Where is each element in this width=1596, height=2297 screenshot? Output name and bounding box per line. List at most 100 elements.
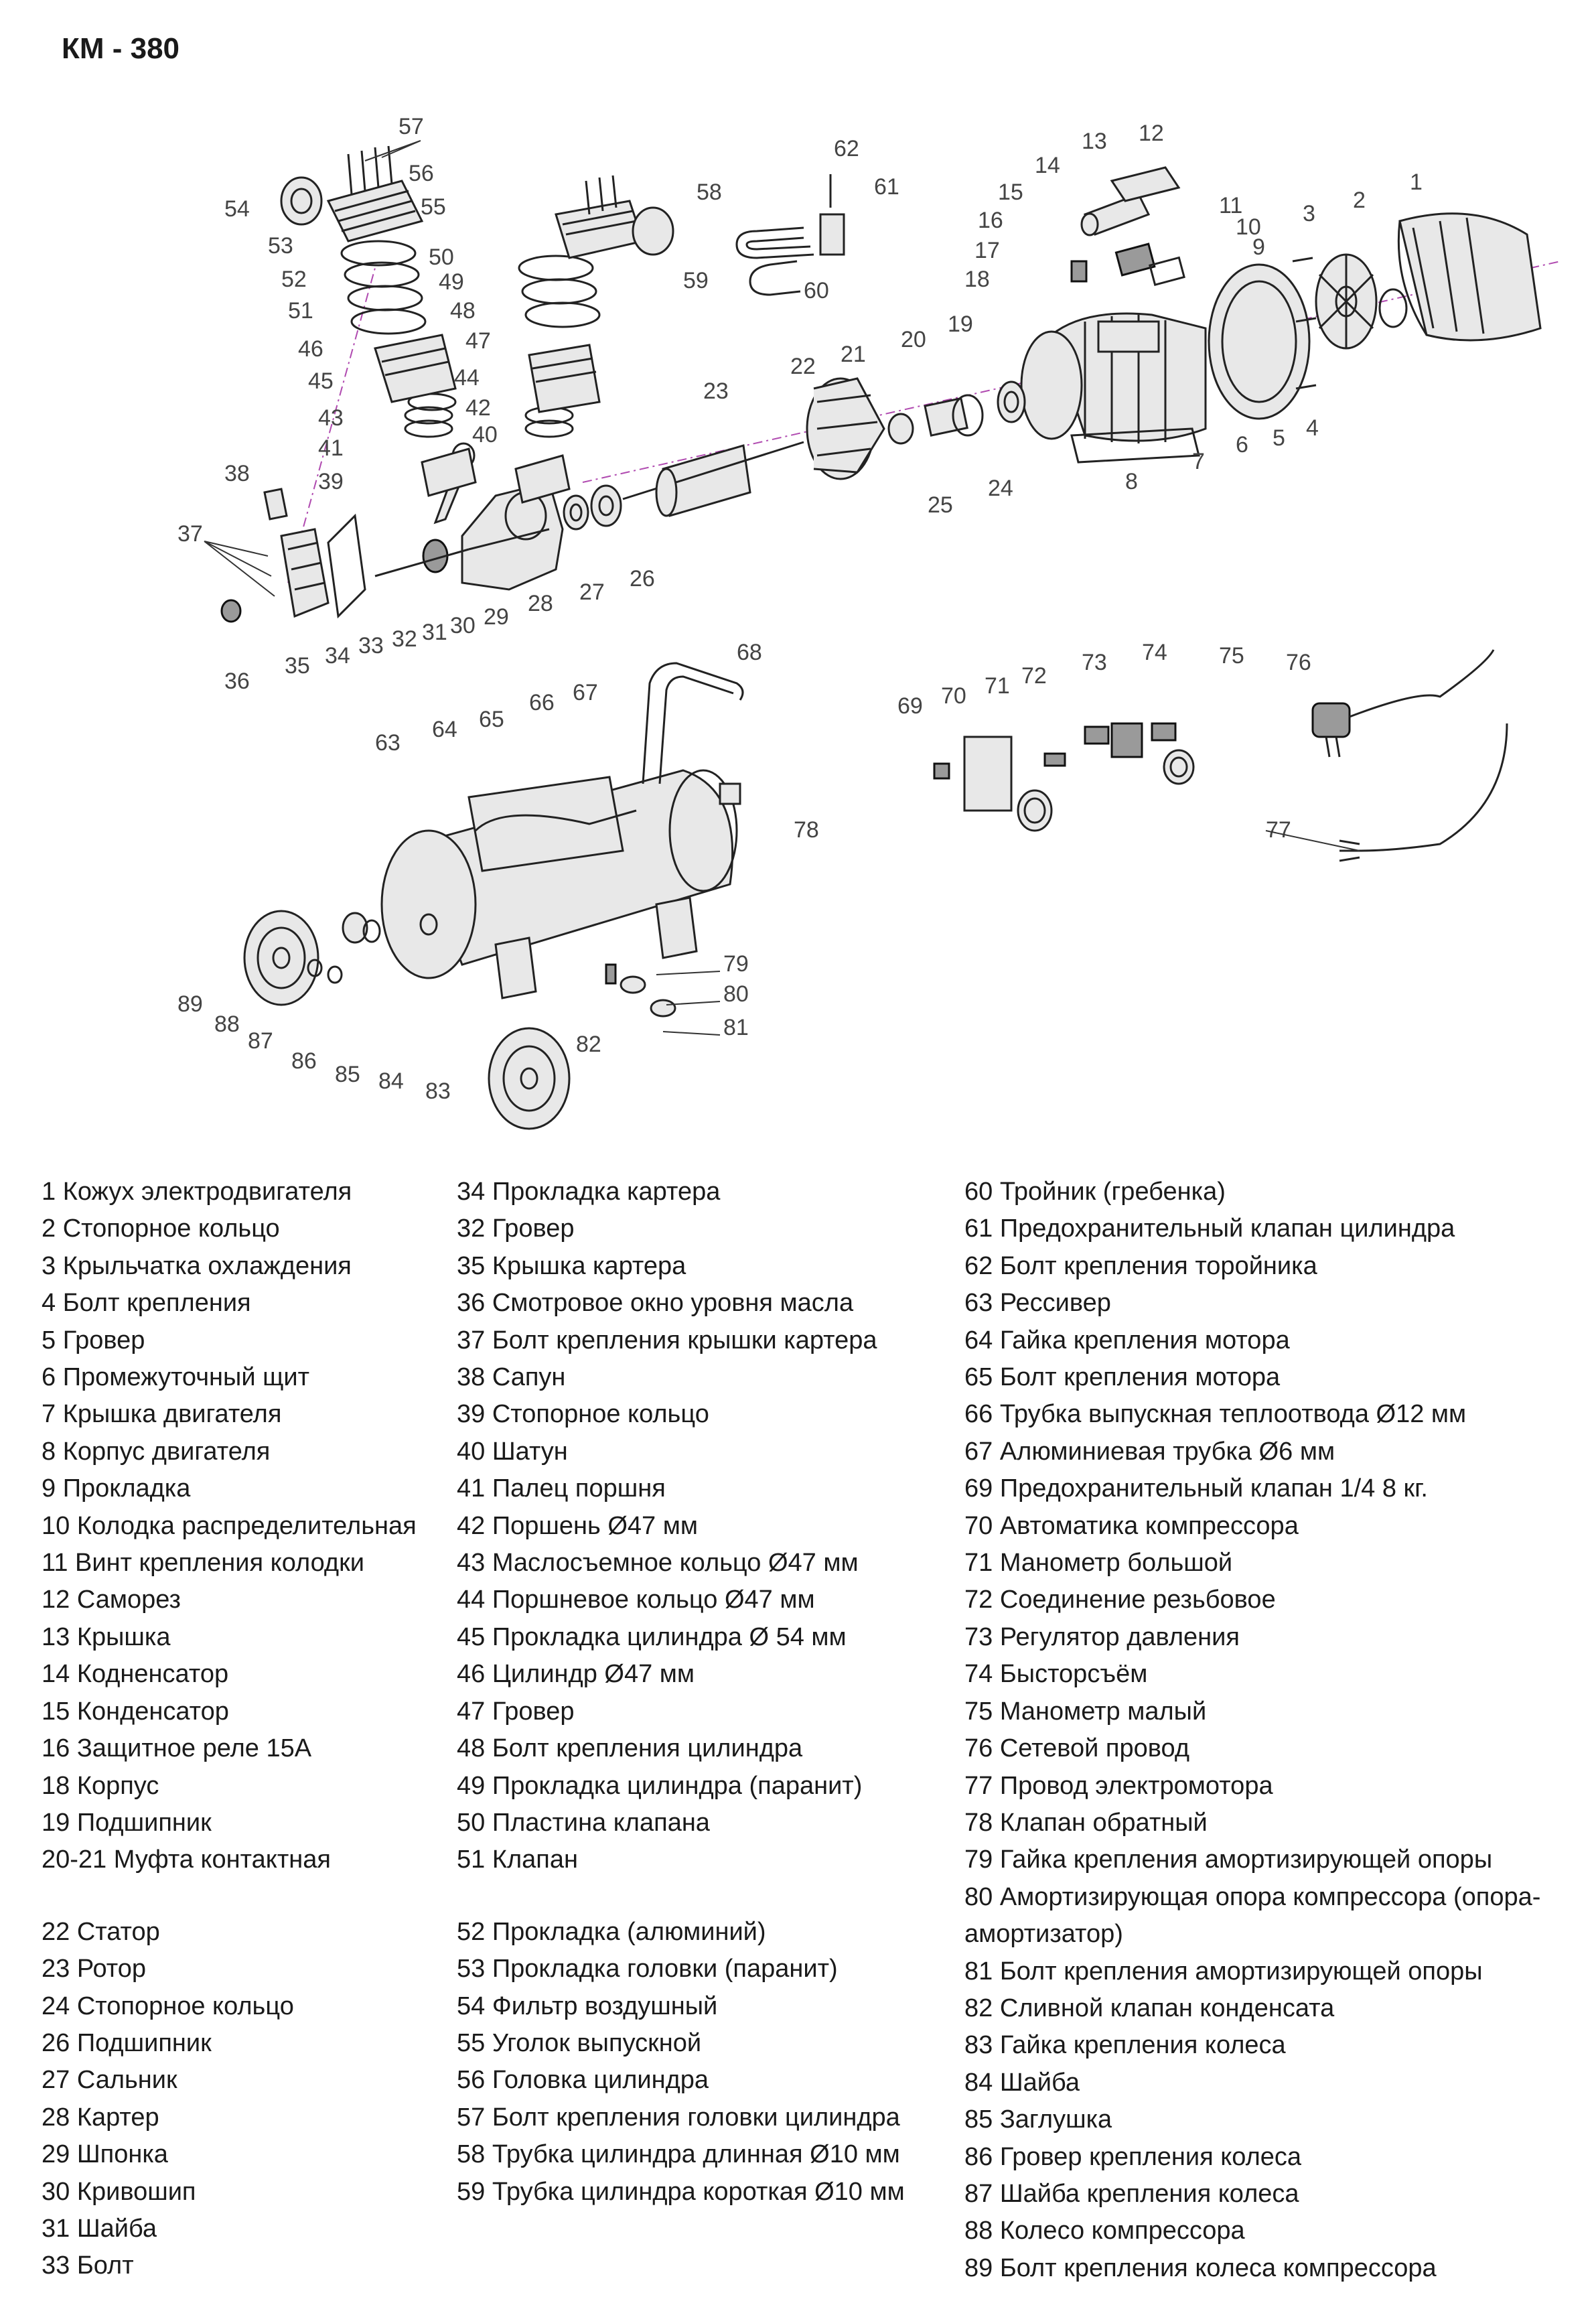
legend-item: 65 Болт крепления мотора bbox=[964, 1363, 1281, 1392]
legend-item: 44 Поршневое кольцо Ø47 мм bbox=[457, 1586, 815, 1614]
callout-13: 13 bbox=[1082, 129, 1107, 154]
bearing-part bbox=[997, 380, 1026, 423]
legend-item: 81 Болт крепления амортизирующей опоры bbox=[964, 1957, 1483, 1986]
valve-plates-part bbox=[340, 240, 601, 335]
legend-item: 33 Болт bbox=[42, 2251, 134, 2280]
cooling-fan-part bbox=[1315, 253, 1378, 350]
protective-relay-part bbox=[1070, 260, 1088, 283]
legend-item: 67 Алюминиевая трубка Ø6 мм bbox=[964, 1437, 1335, 1466]
crankshaft-part bbox=[374, 539, 469, 577]
legend-item: 7 Крышка двигателя bbox=[42, 1400, 282, 1429]
motor-housing-part bbox=[1020, 312, 1207, 464]
discharge-pipe-part bbox=[474, 809, 637, 832]
callout-15: 15 bbox=[998, 180, 1023, 205]
callout-73: 73 bbox=[1082, 650, 1107, 675]
legend-item: 53 Прокладка головки (паранит) bbox=[457, 1955, 838, 1983]
legend-item: 20-21 Муфта контактная bbox=[42, 1846, 331, 1874]
legend-column-3: 60 Тройник (гребенка) 61 Предохранительн… bbox=[964, 1174, 1581, 2287]
callout-20: 20 bbox=[901, 327, 926, 352]
legend-item: 23 Ротор bbox=[42, 1955, 147, 1983]
callout-80: 80 bbox=[723, 981, 749, 1007]
legend-item: 80 Амортизирующая опора компрессора (опо… bbox=[964, 1882, 1541, 1949]
legend-item: 24 Стопорное кольцо bbox=[42, 1992, 294, 2020]
callout-45: 45 bbox=[308, 368, 334, 394]
legend-item: 86 Гровер крепления колеса bbox=[964, 2142, 1302, 2171]
legend-item: 87 Шайба крепления колеса bbox=[964, 2179, 1299, 2208]
motor-bolts-part bbox=[1292, 257, 1317, 390]
callout-9: 9 bbox=[1252, 234, 1265, 260]
legend-item: 39 Стопорное кольцо bbox=[457, 1400, 709, 1429]
legend-item: 36 Смотровое окно уровня масла bbox=[457, 1289, 854, 1318]
callout-83: 83 bbox=[425, 1078, 451, 1104]
rotor-part bbox=[622, 441, 804, 517]
page-title: КМ - 380 bbox=[62, 32, 180, 65]
legend-item: 57 Болт крепления головки цилиндра bbox=[457, 2103, 900, 2132]
callout-84: 84 bbox=[378, 1068, 404, 1094]
motor-end-shield-part bbox=[1208, 263, 1311, 420]
callout-79: 79 bbox=[723, 951, 749, 977]
callout-36: 36 bbox=[224, 669, 250, 694]
legend-item: 78 Клапан обратный bbox=[964, 1808, 1208, 1837]
legend-item: 2 Стопорное кольцо bbox=[42, 1214, 280, 1243]
legend-item: 18 Корпус bbox=[42, 1771, 159, 1800]
legend-item: 12 Саморез bbox=[42, 1586, 181, 1614]
callout-58: 58 bbox=[697, 180, 722, 205]
callout-29: 29 bbox=[484, 604, 509, 630]
legend-item: 52 Прокладка (алюминий) bbox=[457, 1917, 766, 1946]
callout-72: 72 bbox=[1021, 663, 1047, 689]
legend-item: 37 Болт крепления крышки картера bbox=[457, 1326, 877, 1354]
legend-item: 6 Промежуточный щит bbox=[42, 1363, 310, 1392]
legend-item: 19 Подшипник bbox=[42, 1808, 212, 1837]
callout-69: 69 bbox=[897, 693, 923, 719]
cylinder-axis-line bbox=[287, 267, 376, 583]
head-bolts-part bbox=[347, 145, 618, 215]
callout-4: 4 bbox=[1306, 415, 1319, 441]
legend-item: 41 Палец поршня bbox=[457, 1474, 666, 1503]
callout-2: 2 bbox=[1353, 188, 1366, 213]
retaining-ring-part bbox=[1378, 288, 1408, 328]
tee-fitting-part bbox=[819, 174, 845, 256]
callout-17: 17 bbox=[974, 238, 1000, 263]
callout-19: 19 bbox=[948, 311, 973, 337]
legend-item: 47 Гровер bbox=[457, 1697, 575, 1726]
legend-item: 77 Провод электромотора bbox=[964, 1771, 1273, 1800]
legend-item: 9 Прокладка bbox=[42, 1474, 191, 1503]
crankcase-gasket-part bbox=[327, 513, 366, 619]
callout-5: 5 bbox=[1273, 425, 1285, 451]
receiver-tank-part bbox=[380, 769, 738, 979]
motor-shroud-part bbox=[1397, 212, 1542, 342]
cylinder-pipes-part bbox=[735, 226, 814, 296]
leader-lines bbox=[204, 140, 1360, 1036]
callout-49: 49 bbox=[439, 269, 464, 295]
legend-item: 27 Сальник bbox=[42, 2066, 177, 2095]
gasket-part bbox=[1149, 256, 1185, 287]
legend-item: 43 Маслосъемное кольцо Ø47 мм bbox=[457, 1549, 859, 1578]
legend-item: 51 Клапан bbox=[457, 1846, 578, 1874]
power-cable-part bbox=[1311, 649, 1495, 758]
legend-item: 79 Гайка крепления амортизирующей опоры bbox=[964, 1846, 1493, 1874]
callout-82: 82 bbox=[576, 1032, 601, 1057]
tank-feet-part bbox=[494, 896, 698, 999]
legend-item: 63 Рессивер bbox=[964, 1289, 1111, 1318]
callout-59: 59 bbox=[683, 268, 709, 293]
legend-item: 54 Фильтр воздушный bbox=[457, 1992, 718, 2020]
legend-item: 1 Кожух электродвигателя bbox=[42, 1178, 352, 1206]
callout-11: 11 bbox=[1219, 193, 1242, 218]
legend-item: 14 Кодненсатор bbox=[42, 1660, 229, 1689]
crank-bearing-part bbox=[590, 484, 622, 527]
legend-item: 88 Колесо компрессора bbox=[964, 2217, 1245, 2245]
legend-column-2: 34 Прокладка картера 32 Гровер 35 Крышка… bbox=[457, 1174, 905, 2211]
wheel-part-2 bbox=[488, 1027, 571, 1130]
legend-item: 48 Болт крепления цилиндра bbox=[457, 1734, 803, 1763]
legend-item: 82 Сливной клапан конденсата bbox=[964, 1994, 1335, 2022]
legend-item: 61 Предохранительный клапан цилиндра bbox=[964, 1214, 1455, 1243]
legend-column-1: 1 Кожух электродвигателя 2 Стопорное кол… bbox=[42, 1174, 417, 2285]
callout-18: 18 bbox=[964, 267, 990, 292]
legend-item: 72 Соединение резьбовое bbox=[964, 1586, 1276, 1614]
legend-item: 59 Трубка цилиндра короткая Ø10 мм bbox=[457, 2177, 905, 2206]
callout-67: 67 bbox=[573, 680, 598, 705]
callout-57: 57 bbox=[398, 114, 424, 139]
callout-71: 71 bbox=[985, 673, 1010, 699]
air-filter-part bbox=[280, 176, 674, 256]
callout-35: 35 bbox=[285, 653, 310, 679]
